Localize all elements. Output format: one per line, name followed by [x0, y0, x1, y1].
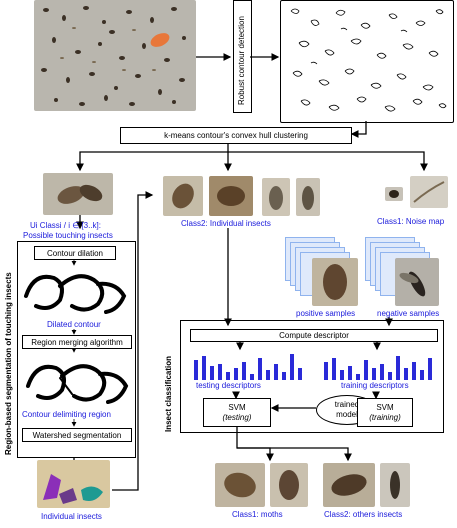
training-descriptors-label: training descriptors [341, 381, 409, 390]
moths-output-label: Class1: moths [232, 510, 283, 519]
clustering-step: k-means contour's convex hull clustering [120, 127, 352, 144]
svm-testing-title: SVM [228, 402, 246, 412]
segmentation-side-title: Region-based segmentation of touching in… [4, 272, 13, 455]
individual-thumb-4 [296, 178, 320, 216]
descriptor-histograms [194, 354, 432, 380]
region-merging-step: Region merging algorithm [22, 335, 132, 349]
negative-samples-label: negative samples [377, 309, 440, 318]
other-output-2 [380, 463, 410, 507]
insect-speckles [41, 6, 186, 106]
individual-thumb-1 [163, 176, 203, 216]
dilated-contour-image [24, 274, 127, 314]
others-output-label: Class2: others insects [324, 510, 403, 519]
compute-descriptor-step: Compute descriptor [190, 329, 438, 342]
positive-samples-label: positive samples [296, 309, 356, 318]
segmentation-panel [17, 241, 136, 458]
contour-scribbles [290, 8, 447, 112]
touching-insects-thumb [43, 173, 113, 215]
delimiting-contour-image [26, 364, 129, 404]
contour-map [280, 0, 454, 123]
individual-group-label: Class2: Individual insects [181, 219, 271, 228]
svm-training-title: SVM [376, 402, 394, 412]
touching-group-line1: Ui Classi / i ∈ [3..k]: [30, 221, 101, 230]
input-trap-photo [34, 0, 196, 111]
individual-thumb-2 [209, 176, 253, 216]
segmented-result-image [37, 460, 110, 508]
classification-side-title: Insect classification [164, 355, 173, 432]
moth-output-1 [215, 463, 265, 507]
individual-insects-caption: Individual insects [41, 512, 102, 521]
noise-thumb-1 [385, 187, 403, 201]
individual-thumb-3 [262, 178, 290, 216]
moth-output-2 [270, 463, 308, 507]
touching-group-line2: Possible touching insects [23, 231, 113, 240]
trained-model-line1: trained [334, 400, 360, 409]
contour-dilation-step: Contour dilation [34, 246, 116, 260]
testing-descriptors-label: testing descriptors [196, 381, 261, 390]
svm-training: SVM (training) [357, 398, 413, 427]
noise-group-label: Class1: Noise map [377, 217, 445, 226]
noise-thumb-2 [410, 176, 448, 208]
classification-panel [180, 320, 444, 433]
svm-testing-mode: (testing) [222, 412, 252, 422]
trained-model-line2: model [336, 410, 358, 419]
other-output-1 [323, 463, 375, 507]
watershed-step: Watershed segmentation [22, 428, 132, 442]
svm-training-mode: (training) [369, 412, 401, 422]
delimiting-region-caption: Contour delimiting region [22, 410, 111, 419]
dilated-contour-caption: Dilated contour [47, 320, 101, 329]
svm-testing: SVM (testing) [203, 398, 271, 427]
